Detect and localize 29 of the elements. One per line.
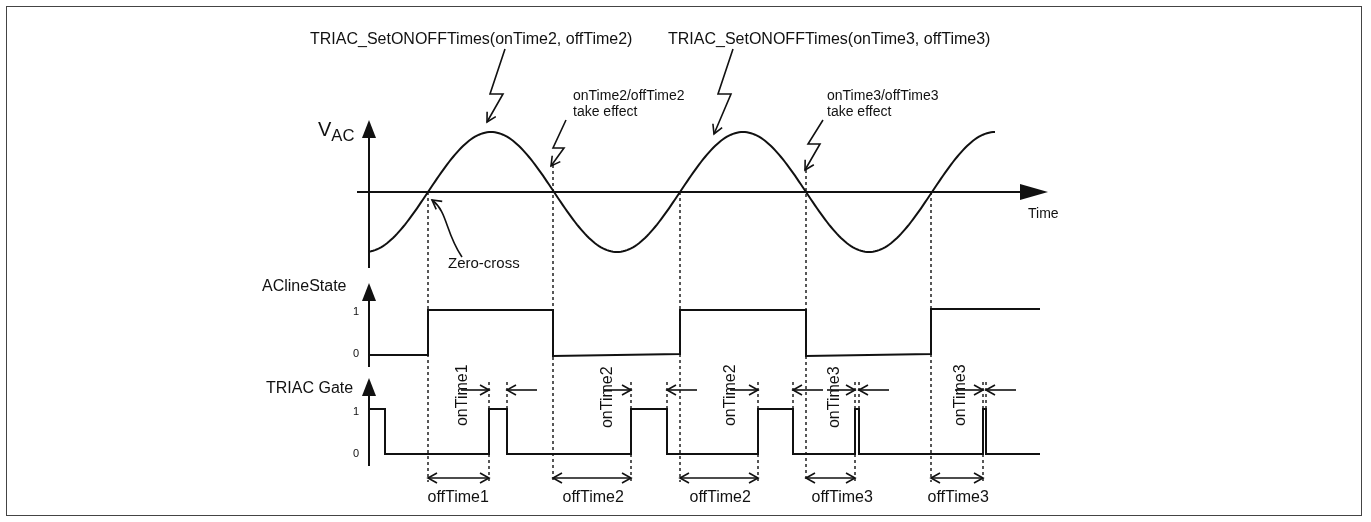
leader-arrow — [431, 199, 463, 258]
dimension-label: onTime2 — [597, 366, 616, 428]
leader-arrow — [712, 48, 734, 135]
callout-text: Zero-cross — [448, 254, 520, 272]
dimension-label: offTime3 — [927, 488, 989, 507]
dimension-label: onTime1 — [452, 364, 471, 426]
callout-text: onTime3/offTime3 take effect — [827, 87, 947, 120]
tick-label: 0 — [353, 347, 360, 360]
callout-text: onTime2/offTime2 take effect — [573, 87, 693, 120]
dimension-label: onTime3 — [824, 366, 843, 428]
dimension-label: offTime1 — [427, 488, 489, 507]
dimension-label: onTime2 — [720, 364, 739, 426]
axis-label: V$_{AC}$ — [318, 118, 355, 146]
callout-text: TRIAC_SetONOFFTimes(onTime3, offTime3) — [668, 30, 991, 49]
axis-label: Time — [1028, 205, 1059, 222]
tick-label: 0 — [353, 447, 360, 460]
leader-arrow — [550, 119, 567, 167]
tick-label: 1 — [353, 405, 360, 418]
callout-text: TRIAC_SetONOFFTimes(onTime2, offTime2) — [310, 30, 633, 49]
axis-label: AClineState — [262, 277, 347, 296]
dimension-label: offTime2 — [689, 488, 751, 507]
tick-label: 1 — [353, 305, 360, 318]
dimension-label: offTime3 — [811, 488, 873, 507]
axis-label: TRIAC Gate — [266, 379, 354, 398]
sine-wave — [368, 131, 996, 253]
dimension-label: onTime3 — [950, 364, 969, 426]
leader-arrow — [486, 48, 506, 123]
dimension-label: offTime2 — [562, 488, 624, 507]
leader-arrow — [804, 119, 824, 171]
